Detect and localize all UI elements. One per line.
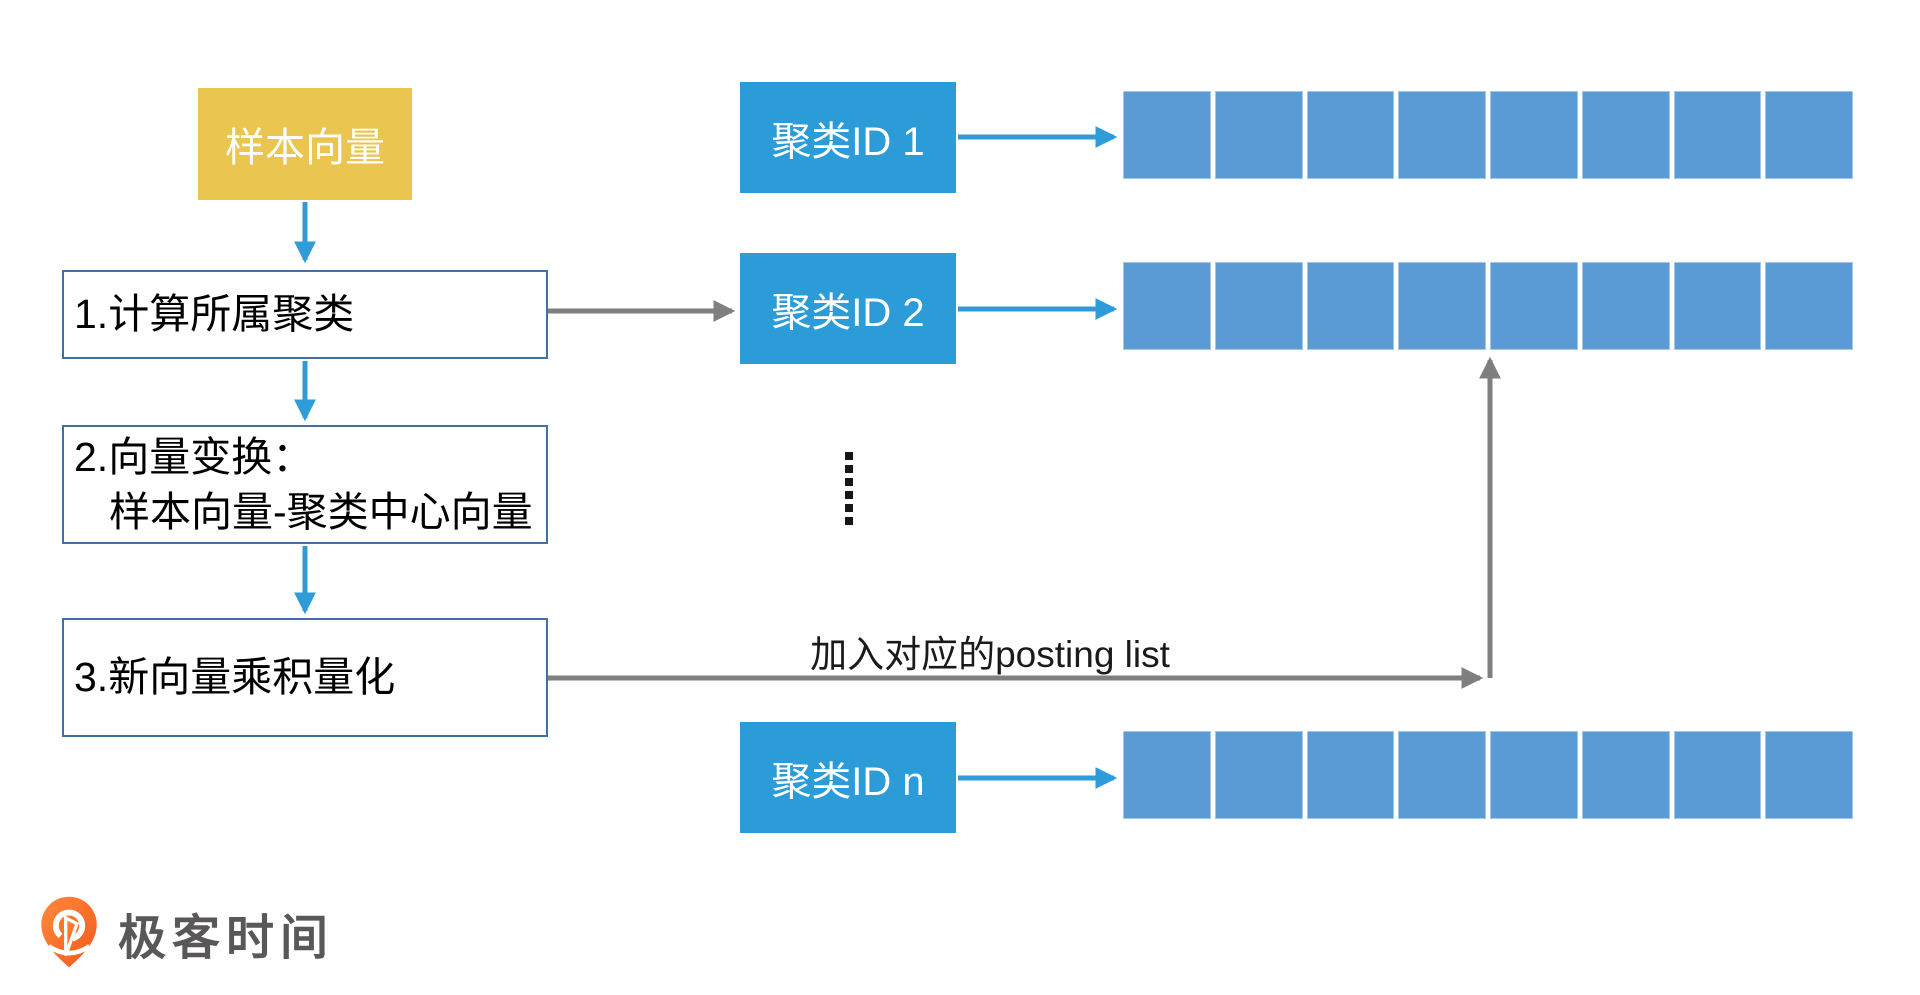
step-box-2: 2.向量变换： 样本向量-聚类中心向量 [62, 425, 548, 544]
posting-cell [1581, 262, 1670, 350]
posting-list-row-1 [1123, 91, 1853, 179]
posting-cell [1306, 731, 1395, 819]
posting-cell [1214, 91, 1303, 179]
ellipsis-dot [845, 465, 853, 473]
sample-vector-label: 样本向量 [225, 126, 385, 170]
posting-cell [1306, 91, 1395, 179]
step-1-label: 1.计算所属聚类 [74, 291, 355, 338]
posting-cell [1490, 262, 1578, 350]
cluster-id-n-box: 聚类ID n [740, 722, 956, 833]
posting-cell [1673, 731, 1762, 819]
cluster-id-1-box: 聚类ID 1 [740, 82, 956, 193]
posting-cell [1214, 731, 1303, 819]
posting-cell [1123, 262, 1211, 350]
posting-cell [1490, 731, 1578, 819]
sample-vector-box: 样本向量 [198, 88, 412, 200]
brand-footer: 极客时间 [36, 890, 334, 976]
posting-cell [1581, 731, 1670, 819]
posting-cell [1398, 262, 1486, 350]
vertical-ellipsis [845, 452, 853, 525]
posting-list-label: 加入对应的posting list [810, 634, 1170, 675]
posting-cell [1398, 91, 1486, 179]
step-box-1: 1.计算所属聚类 [62, 270, 548, 359]
cluster-id-1-label: 聚类ID 1 [771, 119, 925, 164]
posting-cell [1581, 91, 1670, 179]
posting-cell [1214, 262, 1303, 350]
step-3-label: 3.新向量乘积量化 [74, 654, 396, 701]
posting-list-row-2 [1123, 262, 1853, 350]
posting-cell [1765, 262, 1853, 350]
posting-cell [1490, 91, 1578, 179]
step-box-3: 3.新向量乘积量化 [62, 618, 548, 737]
posting-cell [1765, 91, 1853, 179]
posting-cell [1123, 91, 1211, 179]
posting-list-row-n [1123, 731, 1853, 819]
posting-cell [1123, 731, 1211, 819]
posting-cell [1673, 262, 1762, 350]
ellipsis-dot [845, 478, 853, 486]
posting-cell [1398, 731, 1486, 819]
brand-name: 极客时间 [118, 912, 335, 965]
step-2-label-line2: 样本向量-聚类中心向量 [109, 488, 533, 535]
cluster-id-n-label: 聚类ID n [771, 759, 925, 804]
posting-cell [1306, 262, 1395, 350]
geektime-logo-icon [41, 896, 97, 968]
ellipsis-dot [845, 517, 853, 525]
cluster-id-2-label: 聚类ID 2 [771, 290, 925, 335]
cluster-id-2-box: 聚类ID 2 [740, 253, 956, 364]
ellipsis-dot [845, 504, 853, 512]
ellipsis-dot [845, 452, 853, 460]
posting-cell [1765, 731, 1853, 819]
ellipsis-dot [845, 491, 853, 499]
step-2-label-line1: 2.向量变换： [74, 433, 314, 480]
posting-cell [1673, 91, 1762, 179]
